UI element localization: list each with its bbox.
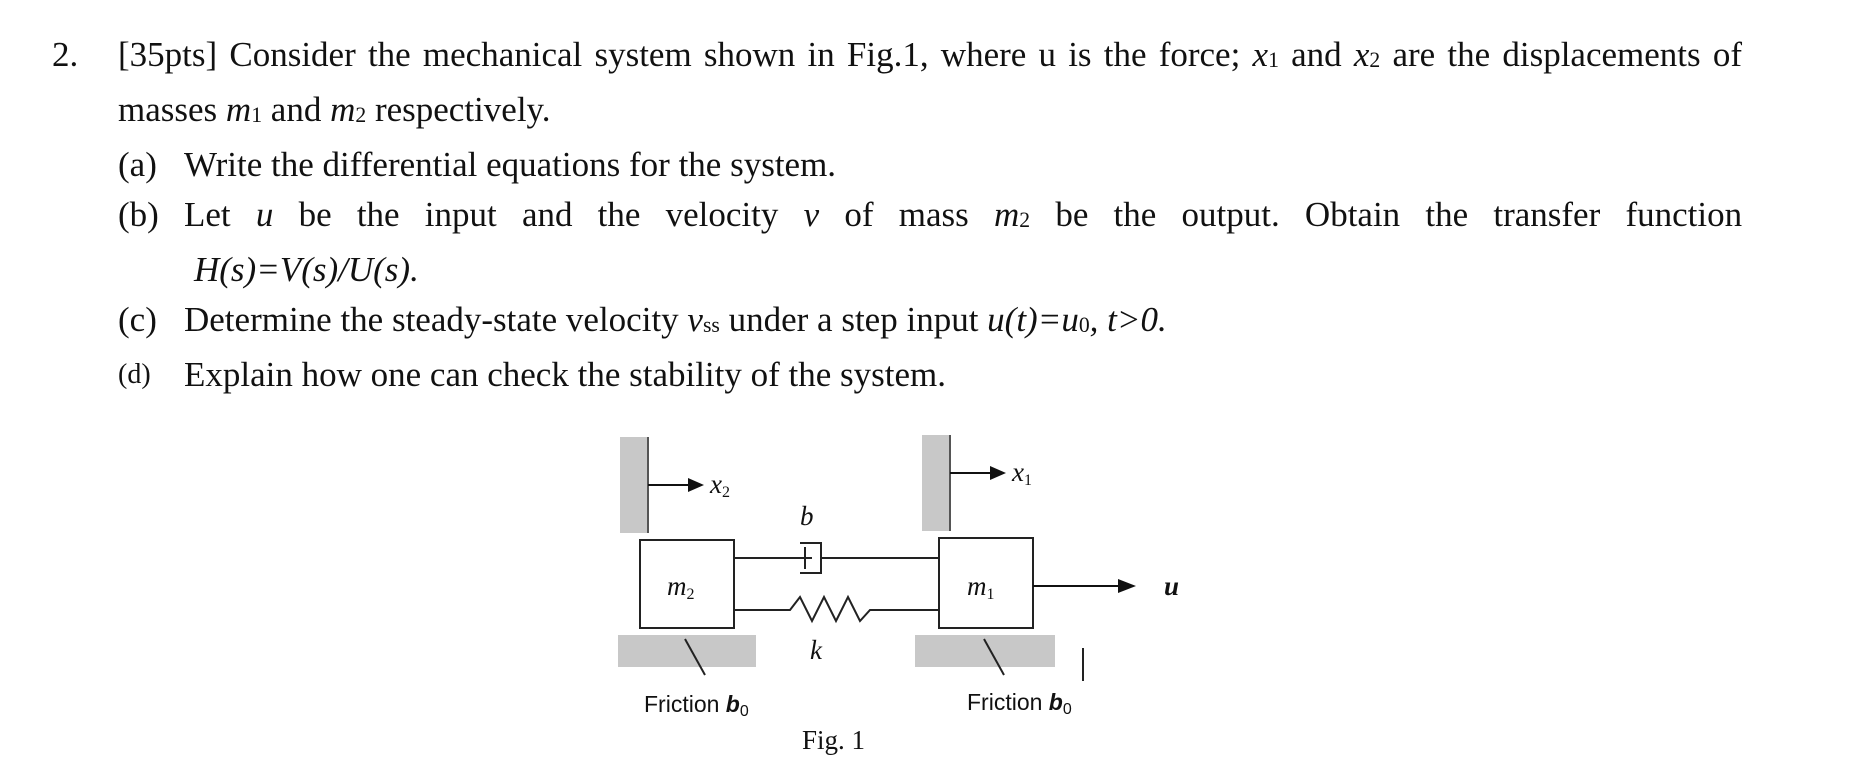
friction-pointer-left: [684, 638, 706, 676]
x1-arrow-head: [990, 466, 1006, 480]
part-a-label: (a): [118, 145, 157, 185]
x2-symbol: x2: [1353, 35, 1381, 74]
m2-label: m2: [667, 571, 695, 603]
x1-symbol: x1: [1252, 35, 1279, 74]
wall-right: [922, 435, 950, 531]
m2-symbol: m2: [330, 90, 367, 130]
part-c-text: Determine the steady-state velocity vss …: [184, 300, 1167, 340]
friction-pointer-right: [983, 638, 1005, 676]
problem-statement: [35pts] Consider the mechanical system s…: [118, 30, 1742, 140]
u-label: u: [1164, 571, 1180, 601]
x2-label: x2: [710, 469, 730, 501]
stem-text-d: respectively.: [374, 90, 551, 130]
and-word-2: and: [270, 90, 322, 130]
part-c: (c) Determine the steady-state velocity …: [118, 295, 1742, 350]
part-d-text: Explain how one can check the stability …: [184, 355, 947, 395]
mechanical-diagram: [618, 435, 1136, 681]
part-a: (a) Write the differential equations for…: [118, 140, 1742, 190]
force-arrow-head: [1118, 579, 1136, 593]
part-b-formula: H(s)=V(s)/U(s).: [194, 250, 419, 290]
part-a-text: Write the differential equations for the…: [184, 145, 837, 185]
part-d: (d) Explain how one can check the stabil…: [118, 350, 1742, 400]
x2-arrow-head: [688, 478, 704, 492]
and-word: and: [1291, 35, 1342, 74]
m1-symbol: m1: [225, 90, 263, 130]
part-d-label: (d): [118, 359, 151, 391]
k-label: k: [810, 635, 822, 665]
part-b: (b) Let u be the input and the velocity …: [118, 190, 1742, 295]
spring-k: [734, 594, 939, 624]
problem-number: 2.: [52, 35, 79, 74]
part-c-label: (c): [118, 300, 157, 340]
mass-m1-box: [938, 537, 1034, 629]
part-b-label: (b): [118, 195, 159, 235]
b-label: b: [800, 501, 814, 531]
stem-text-a: Consider the mechanical system shown in …: [229, 35, 1241, 74]
mass-m2-box: [639, 539, 735, 629]
wall-left: [620, 437, 648, 533]
stem-text-c: displacements of masses: [118, 35, 1742, 130]
friction-left-label: Friction b0: [644, 691, 749, 720]
floor-left: [618, 635, 756, 667]
points: [35pts]: [118, 35, 218, 74]
problem-2: 2. [35pts] Consider the mechanical syste…: [52, 30, 1742, 400]
friction-right-label: Friction b0: [967, 689, 1072, 718]
problem-stem: 2. [35pts] Consider the mechanical syste…: [52, 30, 1742, 140]
m1-label: m1: [967, 571, 995, 603]
stem-text-b: are the: [1392, 35, 1491, 74]
figure-caption: Fig. 1: [802, 725, 866, 755]
figure-1: x2 x1 b k m2 m1 u Friction b0 Friction b…: [600, 425, 1220, 755]
part-b-text: Let u be the input and the velocity v of…: [184, 195, 1743, 235]
x1-label: x1: [1012, 457, 1032, 489]
